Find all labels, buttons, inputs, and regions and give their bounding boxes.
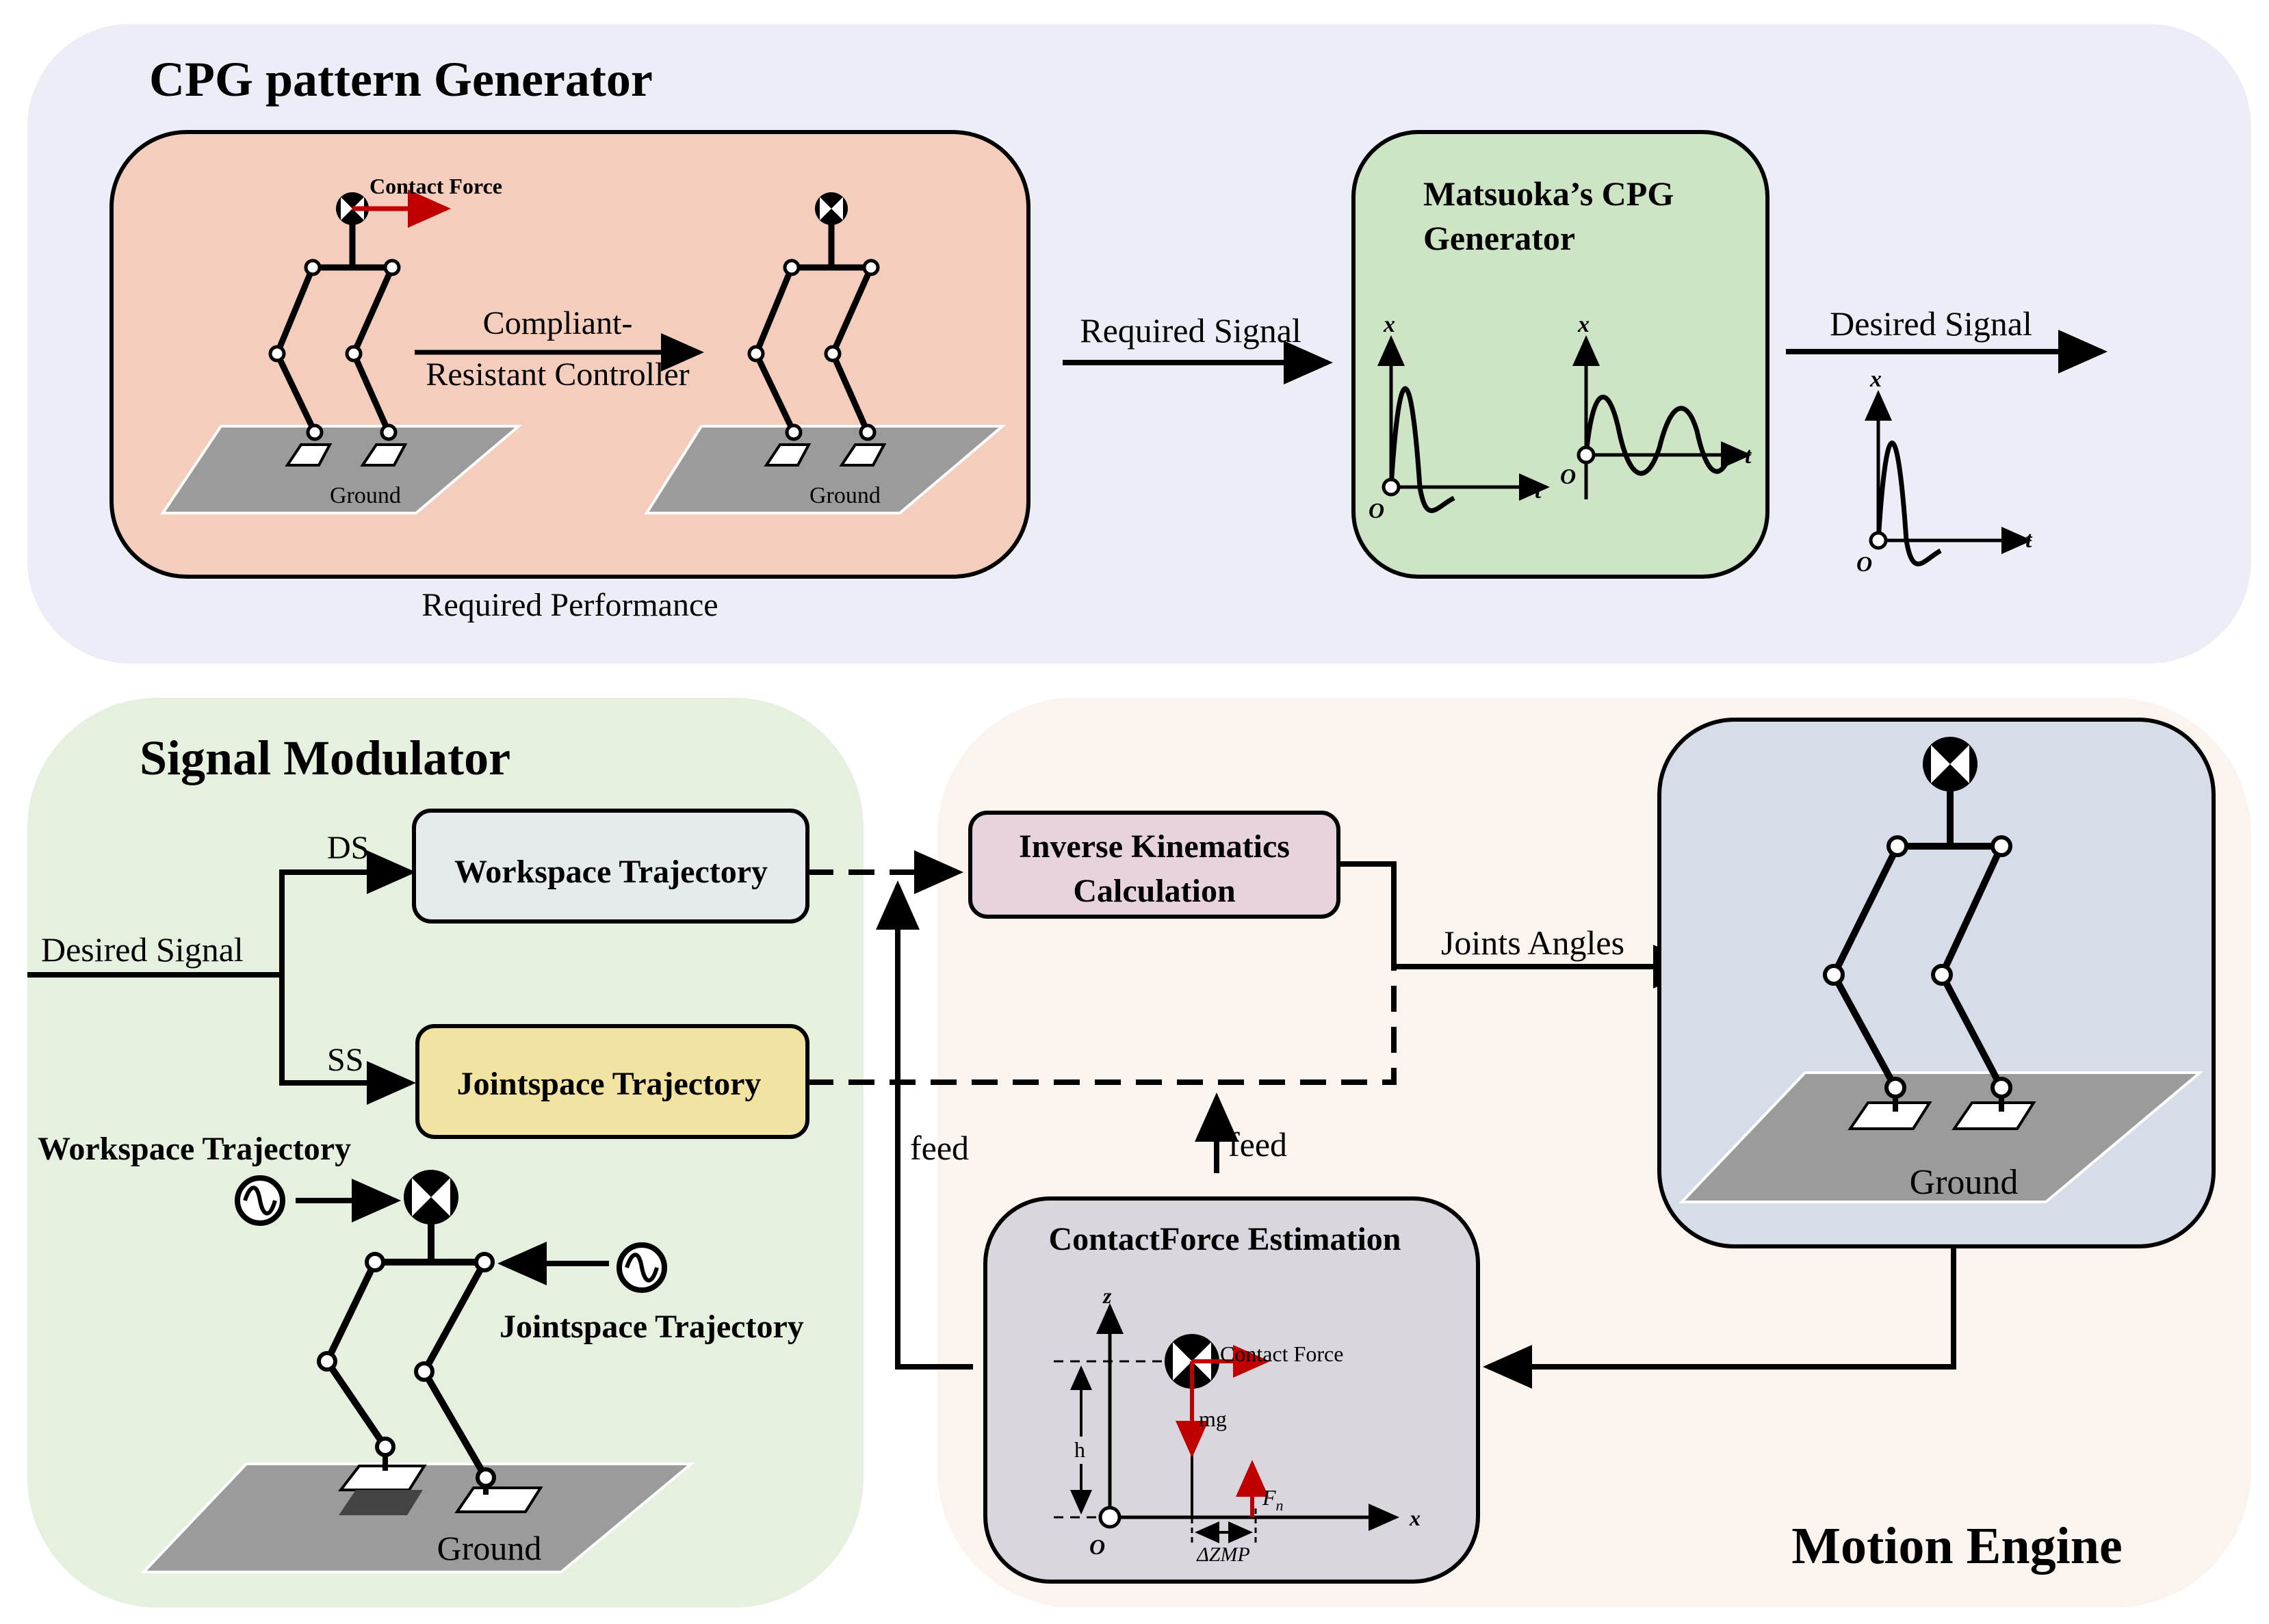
ss-branch xyxy=(279,975,416,1105)
plot3-axis-x: x xyxy=(1869,367,1882,392)
ds-label: DS xyxy=(327,830,369,866)
required-performance-label: Required Performance xyxy=(422,587,718,623)
contact-force-label: Contact Force xyxy=(369,174,502,198)
plot1-axis-o: O xyxy=(1369,498,1384,523)
signal-modulator-panel xyxy=(27,698,864,1608)
signal-modulator-title: Signal Modulator xyxy=(140,731,510,785)
controller-label-line1: Compliant- xyxy=(483,305,633,341)
ground-label-2: Ground xyxy=(809,483,881,508)
mg-label: mg xyxy=(1199,1406,1227,1431)
delta-zmp-label: ΔZMP xyxy=(1196,1543,1250,1566)
estimation-axis-x: x xyxy=(1409,1506,1421,1530)
feed-right-label: feed xyxy=(1228,1125,1287,1164)
force-diagram xyxy=(1054,1303,1399,1546)
cpg-generator-title-line2: Generator xyxy=(1423,219,1575,257)
foot-pad xyxy=(360,443,408,467)
ground-label-modulator: Ground xyxy=(437,1529,542,1567)
ground-plate-1 xyxy=(160,425,523,514)
sine-wave-icon xyxy=(243,1186,277,1216)
plot2-axis-o: O xyxy=(1560,464,1576,488)
cpg-generator-title-line1: Matsuoka’s CPG xyxy=(1423,174,1674,213)
h-label: h xyxy=(1074,1437,1085,1462)
plot2-axis-x: x xyxy=(1577,312,1590,337)
feed-left-line xyxy=(876,880,973,1370)
foot-pad xyxy=(1847,1101,1932,1130)
foot-pad xyxy=(454,1487,543,1513)
ground-plate-engine xyxy=(1678,1071,2204,1203)
ss-label: SS xyxy=(327,1042,363,1078)
estimation-axis-o: O xyxy=(1089,1534,1105,1559)
robot-to-estimation-line xyxy=(1483,1246,1956,1389)
joints-angles-label: Joints Angles xyxy=(1441,924,1624,962)
plot1-axis-x: x xyxy=(1383,312,1395,337)
foot-pad xyxy=(764,443,812,467)
plot3-axis-o: O xyxy=(1856,551,1872,576)
plot1-axis-t: t xyxy=(1535,478,1542,503)
estimation-axis-z: z xyxy=(1102,1283,1112,1308)
modulator-input-label: Desired Signal xyxy=(41,930,244,969)
ground-plate-modulator xyxy=(140,1463,695,1573)
pulse-plot-output xyxy=(1865,390,2032,566)
ground-label-engine: Ground xyxy=(1910,1163,2019,1202)
motion-engine-title: Motion Engine xyxy=(1791,1517,2123,1575)
workspace-trajectory-box xyxy=(412,809,809,924)
workspace-trajectory-box-label: Workspace Trajectory xyxy=(454,854,768,890)
foot-pad xyxy=(839,443,887,467)
jointspace-trajectory-box-label: Jointspace Trajectory xyxy=(457,1066,762,1102)
jointspace-trajectory-label: Jointspace Trajectory xyxy=(500,1309,804,1345)
sine-wave-icon xyxy=(625,1253,659,1283)
estimation-contact-force-label: Contact Force xyxy=(1220,1341,1343,1366)
controller-label-line2: Resistant Controller xyxy=(426,356,689,393)
jointspace-to-joints-dashed xyxy=(807,967,1397,1085)
pulse-plot-1 xyxy=(1377,335,1550,513)
ground-label-1: Ground xyxy=(330,483,401,508)
required-signal-label: Required Signal xyxy=(1080,311,1301,350)
cpg-generator-box xyxy=(1351,130,1769,579)
fn-label: Fn xyxy=(1262,1485,1284,1514)
oscillation-plot xyxy=(1572,335,1752,499)
foot-shadow xyxy=(339,1490,423,1515)
desired-signal-label: Desired Signal xyxy=(1830,304,2032,343)
workspace-trajectory-label: Workspace Trajectory xyxy=(38,1131,351,1167)
plot3-axis-t: t xyxy=(2025,527,2033,553)
ik-label-line2: Calculation xyxy=(1073,873,1235,909)
ground-plate-2 xyxy=(644,425,1007,514)
estimation-title: ContactForce Estimation xyxy=(1048,1221,1401,1257)
foot-pad xyxy=(285,443,333,467)
ik-label-line1: Inverse Kinematics xyxy=(1019,828,1290,865)
ik-output-line xyxy=(1338,861,1397,967)
plot2-axis-t: t xyxy=(1745,443,1752,469)
cpg-panel-title: CPG pattern Generator xyxy=(149,52,653,107)
ds-branch xyxy=(279,850,416,975)
feed-left-label: feed xyxy=(910,1129,969,1167)
robot-figure-modulator xyxy=(317,1170,496,1495)
robot-figure-engine xyxy=(1823,737,2012,1112)
foot-pad xyxy=(1952,1101,2036,1130)
